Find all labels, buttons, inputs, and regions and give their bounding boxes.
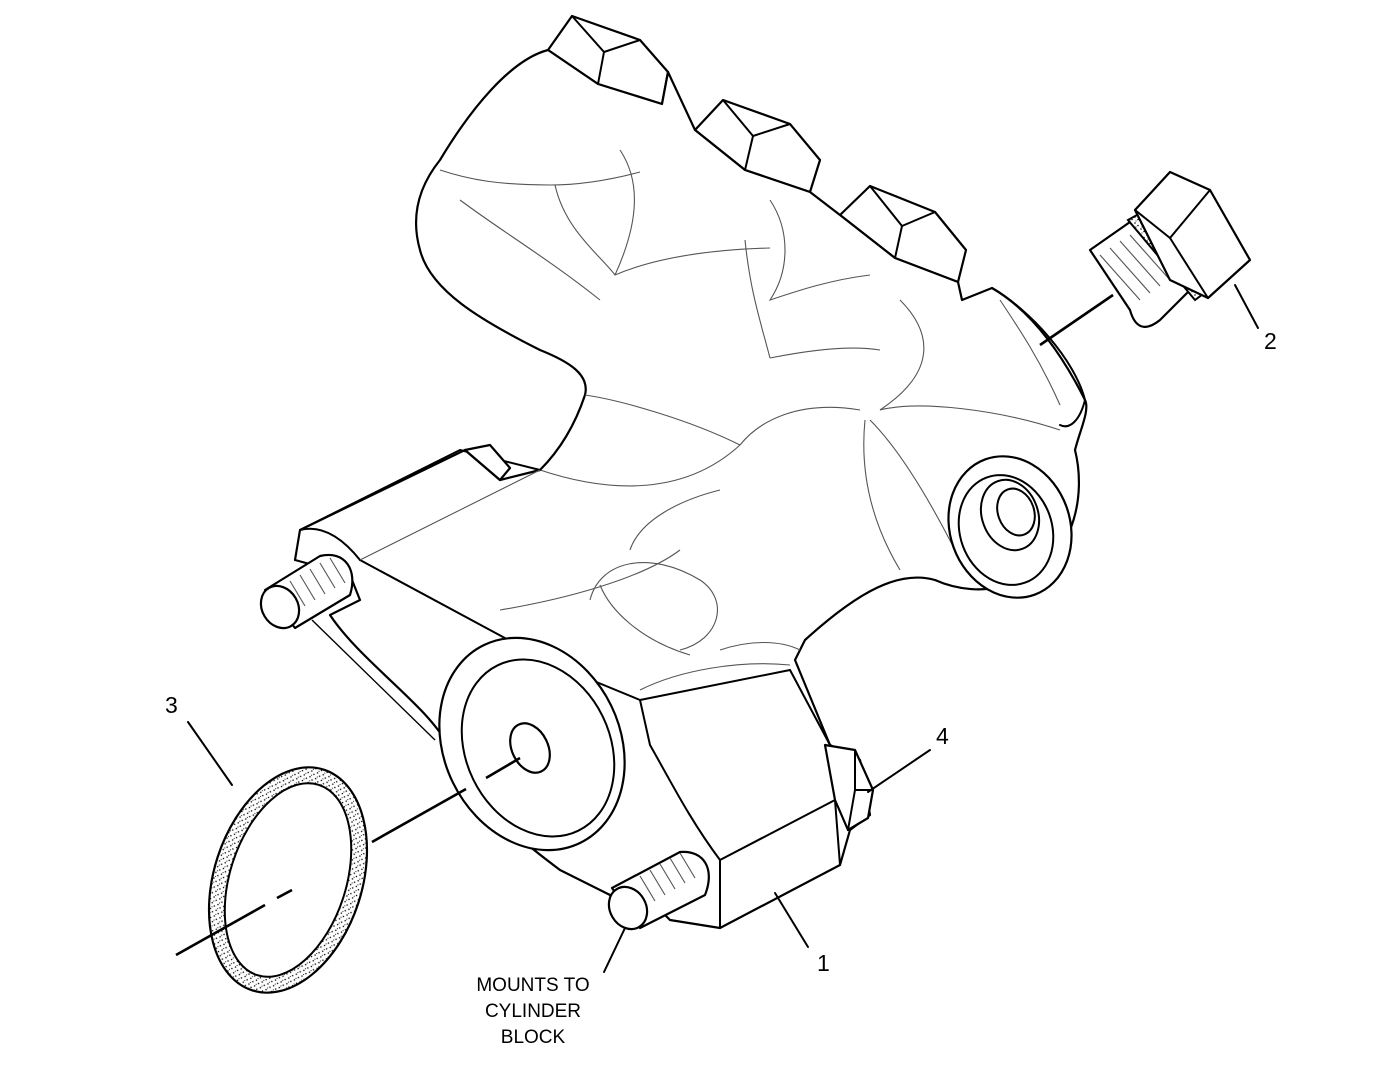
flange-port-boss <box>438 636 626 852</box>
callout-leaders <box>187 284 1259 973</box>
gasket-item-3 <box>207 766 369 994</box>
stud-lower <box>607 850 710 931</box>
threaded-plug-item-2 <box>1088 170 1252 328</box>
alignment-centerlines <box>175 293 1114 957</box>
mounting-note-line-2: CYLINDER <box>484 1001 582 1022</box>
callout-label-2: 2 <box>1264 328 1277 354</box>
callout-label-1: 1 <box>817 950 830 976</box>
mounting-note-line-3: BLOCK <box>500 1027 566 1048</box>
mounting-note-line-1: MOUNTS TO <box>476 975 590 996</box>
hex-nut-item-4 <box>823 743 875 832</box>
mounting-note: MOUNTS TO CYLINDER BLOCK <box>433 973 633 1051</box>
stud-upper-left <box>259 553 354 630</box>
manifold-body <box>293 14 1088 930</box>
callout-label-4: 4 <box>936 723 949 749</box>
side-outlet-port <box>947 455 1073 599</box>
callout-label-3: 3 <box>165 692 178 718</box>
